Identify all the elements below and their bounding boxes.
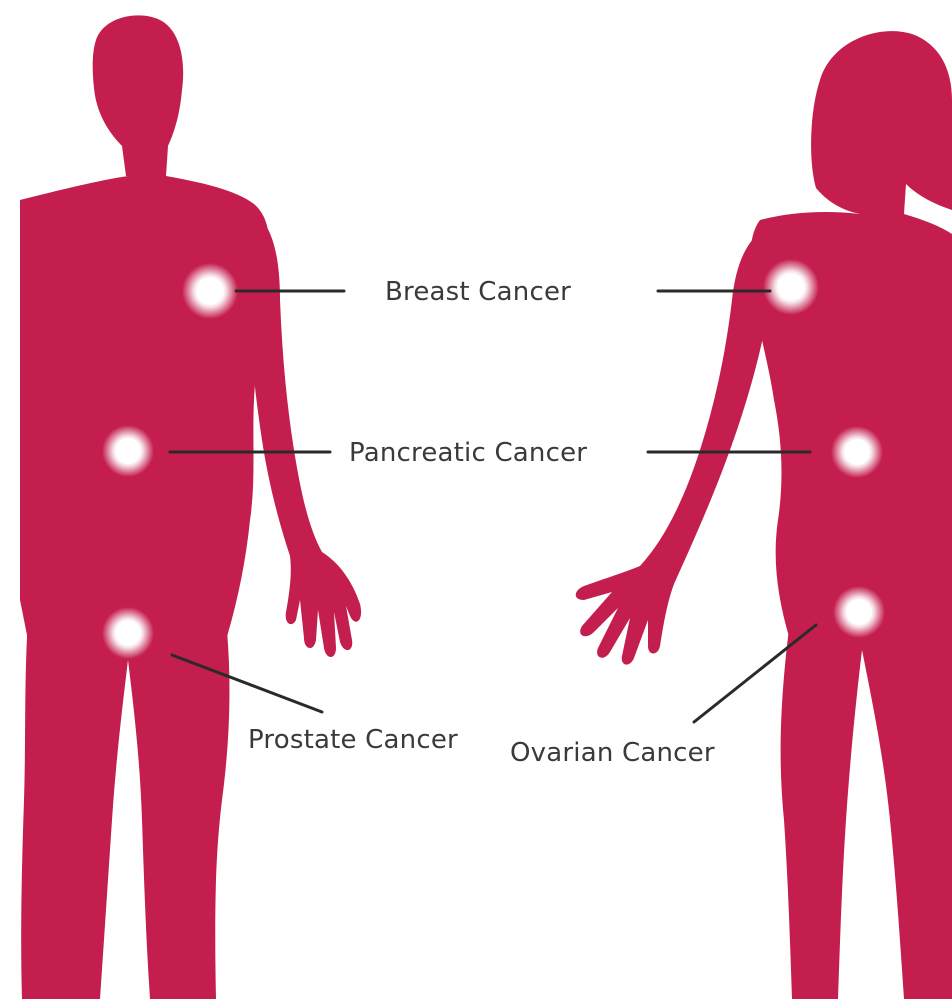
male-torso bbox=[20, 176, 269, 640]
prostate-cancer-label: Prostate Cancer bbox=[248, 725, 458, 755]
breast-cancer-label: Breast Cancer bbox=[385, 277, 571, 307]
male-arm bbox=[248, 210, 361, 657]
female-head bbox=[811, 31, 952, 214]
female-legs bbox=[781, 620, 952, 999]
labels: Breast Cancer Pancreatic Cancer Prostate… bbox=[248, 277, 715, 768]
pancreatic-cancer-label: Pancreatic Cancer bbox=[349, 438, 587, 468]
male-head bbox=[93, 15, 183, 176]
male-silhouette bbox=[20, 15, 361, 999]
male-prostate-site bbox=[102, 607, 154, 659]
male-legs bbox=[21, 620, 229, 999]
male-pancreas-site bbox=[102, 425, 154, 477]
female-pancreas-site bbox=[831, 426, 883, 478]
male-breast-site bbox=[182, 263, 238, 319]
ovarian-cancer-label: Ovarian Cancer bbox=[510, 738, 715, 768]
female-ovary-site bbox=[833, 586, 885, 638]
female-silhouette bbox=[576, 31, 952, 999]
female-breast-site bbox=[763, 259, 819, 315]
